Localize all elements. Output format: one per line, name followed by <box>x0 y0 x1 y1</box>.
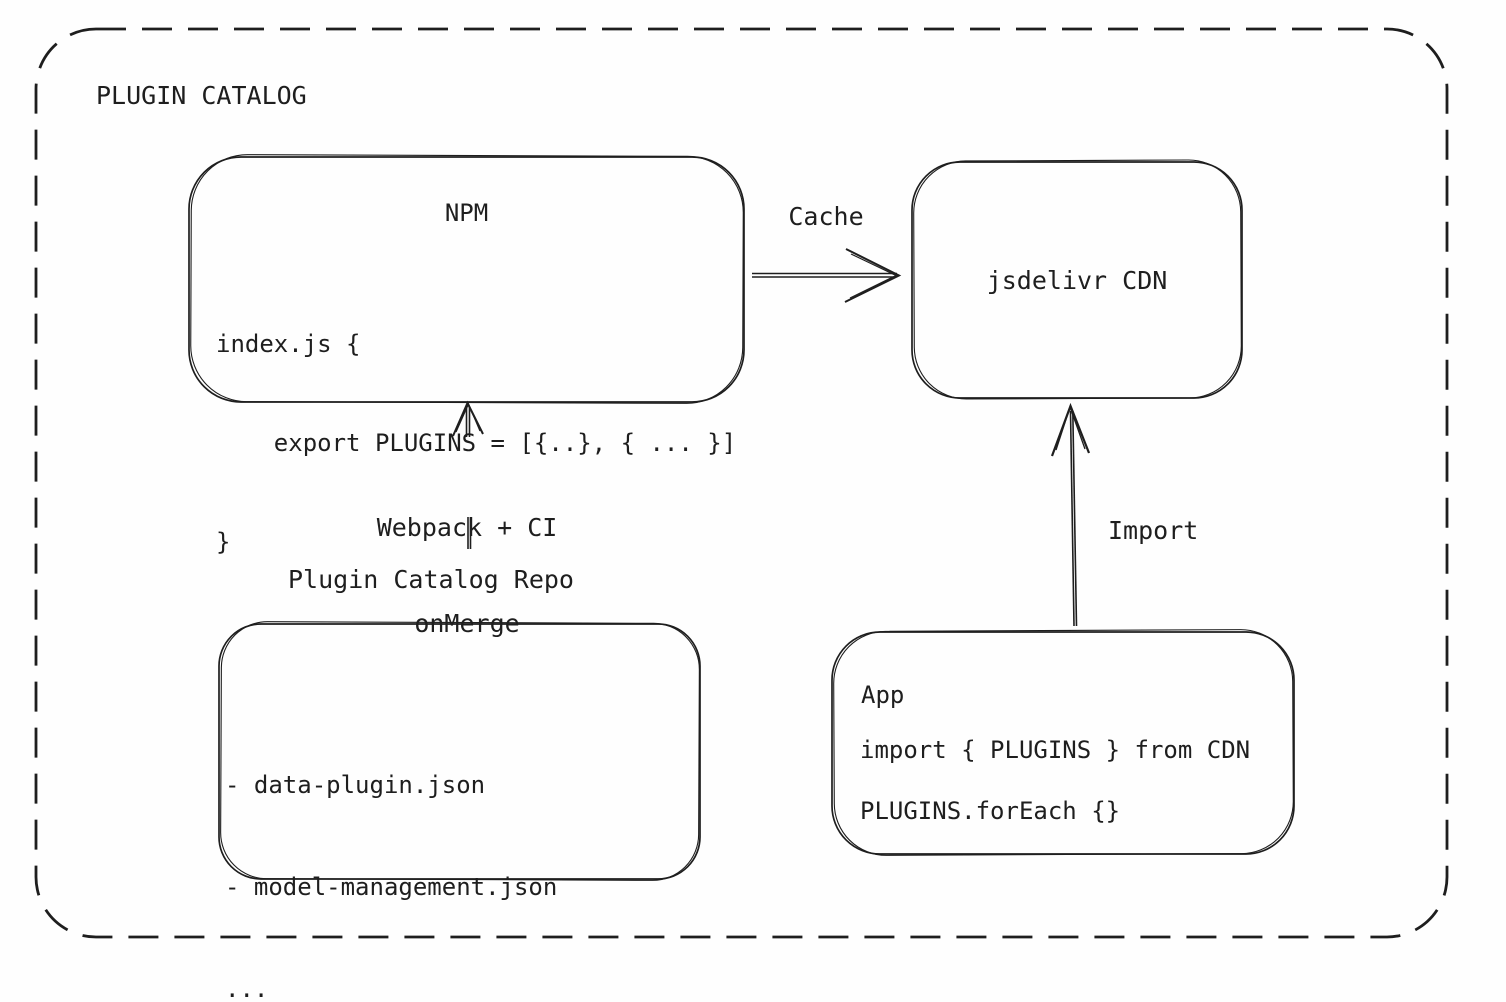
build-label-line: Webpack + CI <box>376 513 558 542</box>
catalog-frame-border <box>34 27 1449 939</box>
cache-label: Cache <box>788 202 864 231</box>
import-label: Import <box>1108 516 1199 545</box>
cache-arrow <box>752 248 902 303</box>
build-label-line: onMerge <box>414 609 520 638</box>
npm-code-line: export PLUGINS = [{..}, { ... }] <box>216 429 737 457</box>
cdn-title: jsdelivr CDN <box>986 266 1168 295</box>
build-arrow-tail <box>467 517 472 549</box>
app-box-outline <box>831 629 1295 856</box>
frame-title: PLUGIN CATALOG <box>96 81 307 110</box>
app-code-line: import { PLUGINS } from CDN <box>860 736 1251 764</box>
repo-file-list: - data-plugin.json - model-management.js… <box>225 700 557 1002</box>
app-title: App <box>861 681 905 709</box>
repo-file-item: ... <box>225 975 269 1002</box>
import-arrow <box>1050 402 1091 627</box>
npm-code-block: index.js { export PLUGINS = [{..}, { ...… <box>216 262 736 625</box>
cdn-box-outline <box>911 159 1243 400</box>
npm-code-line: index.js { <box>216 330 361 358</box>
repo-file-item: - model-management.json <box>225 873 558 901</box>
npm-box-outline <box>188 154 745 404</box>
build-arrow <box>452 400 484 437</box>
app-code-line: PLUGINS.forEach {} <box>860 797 1121 825</box>
build-label: Webpack + CI onMerge <box>337 448 597 704</box>
repo-label: Plugin Catalog Repo <box>288 565 574 594</box>
npm-title: NPM <box>444 199 489 227</box>
npm-code-line: } <box>216 528 231 556</box>
repo-file-item: - data-plugin.json <box>225 771 486 799</box>
repo-box-outline <box>218 621 701 881</box>
